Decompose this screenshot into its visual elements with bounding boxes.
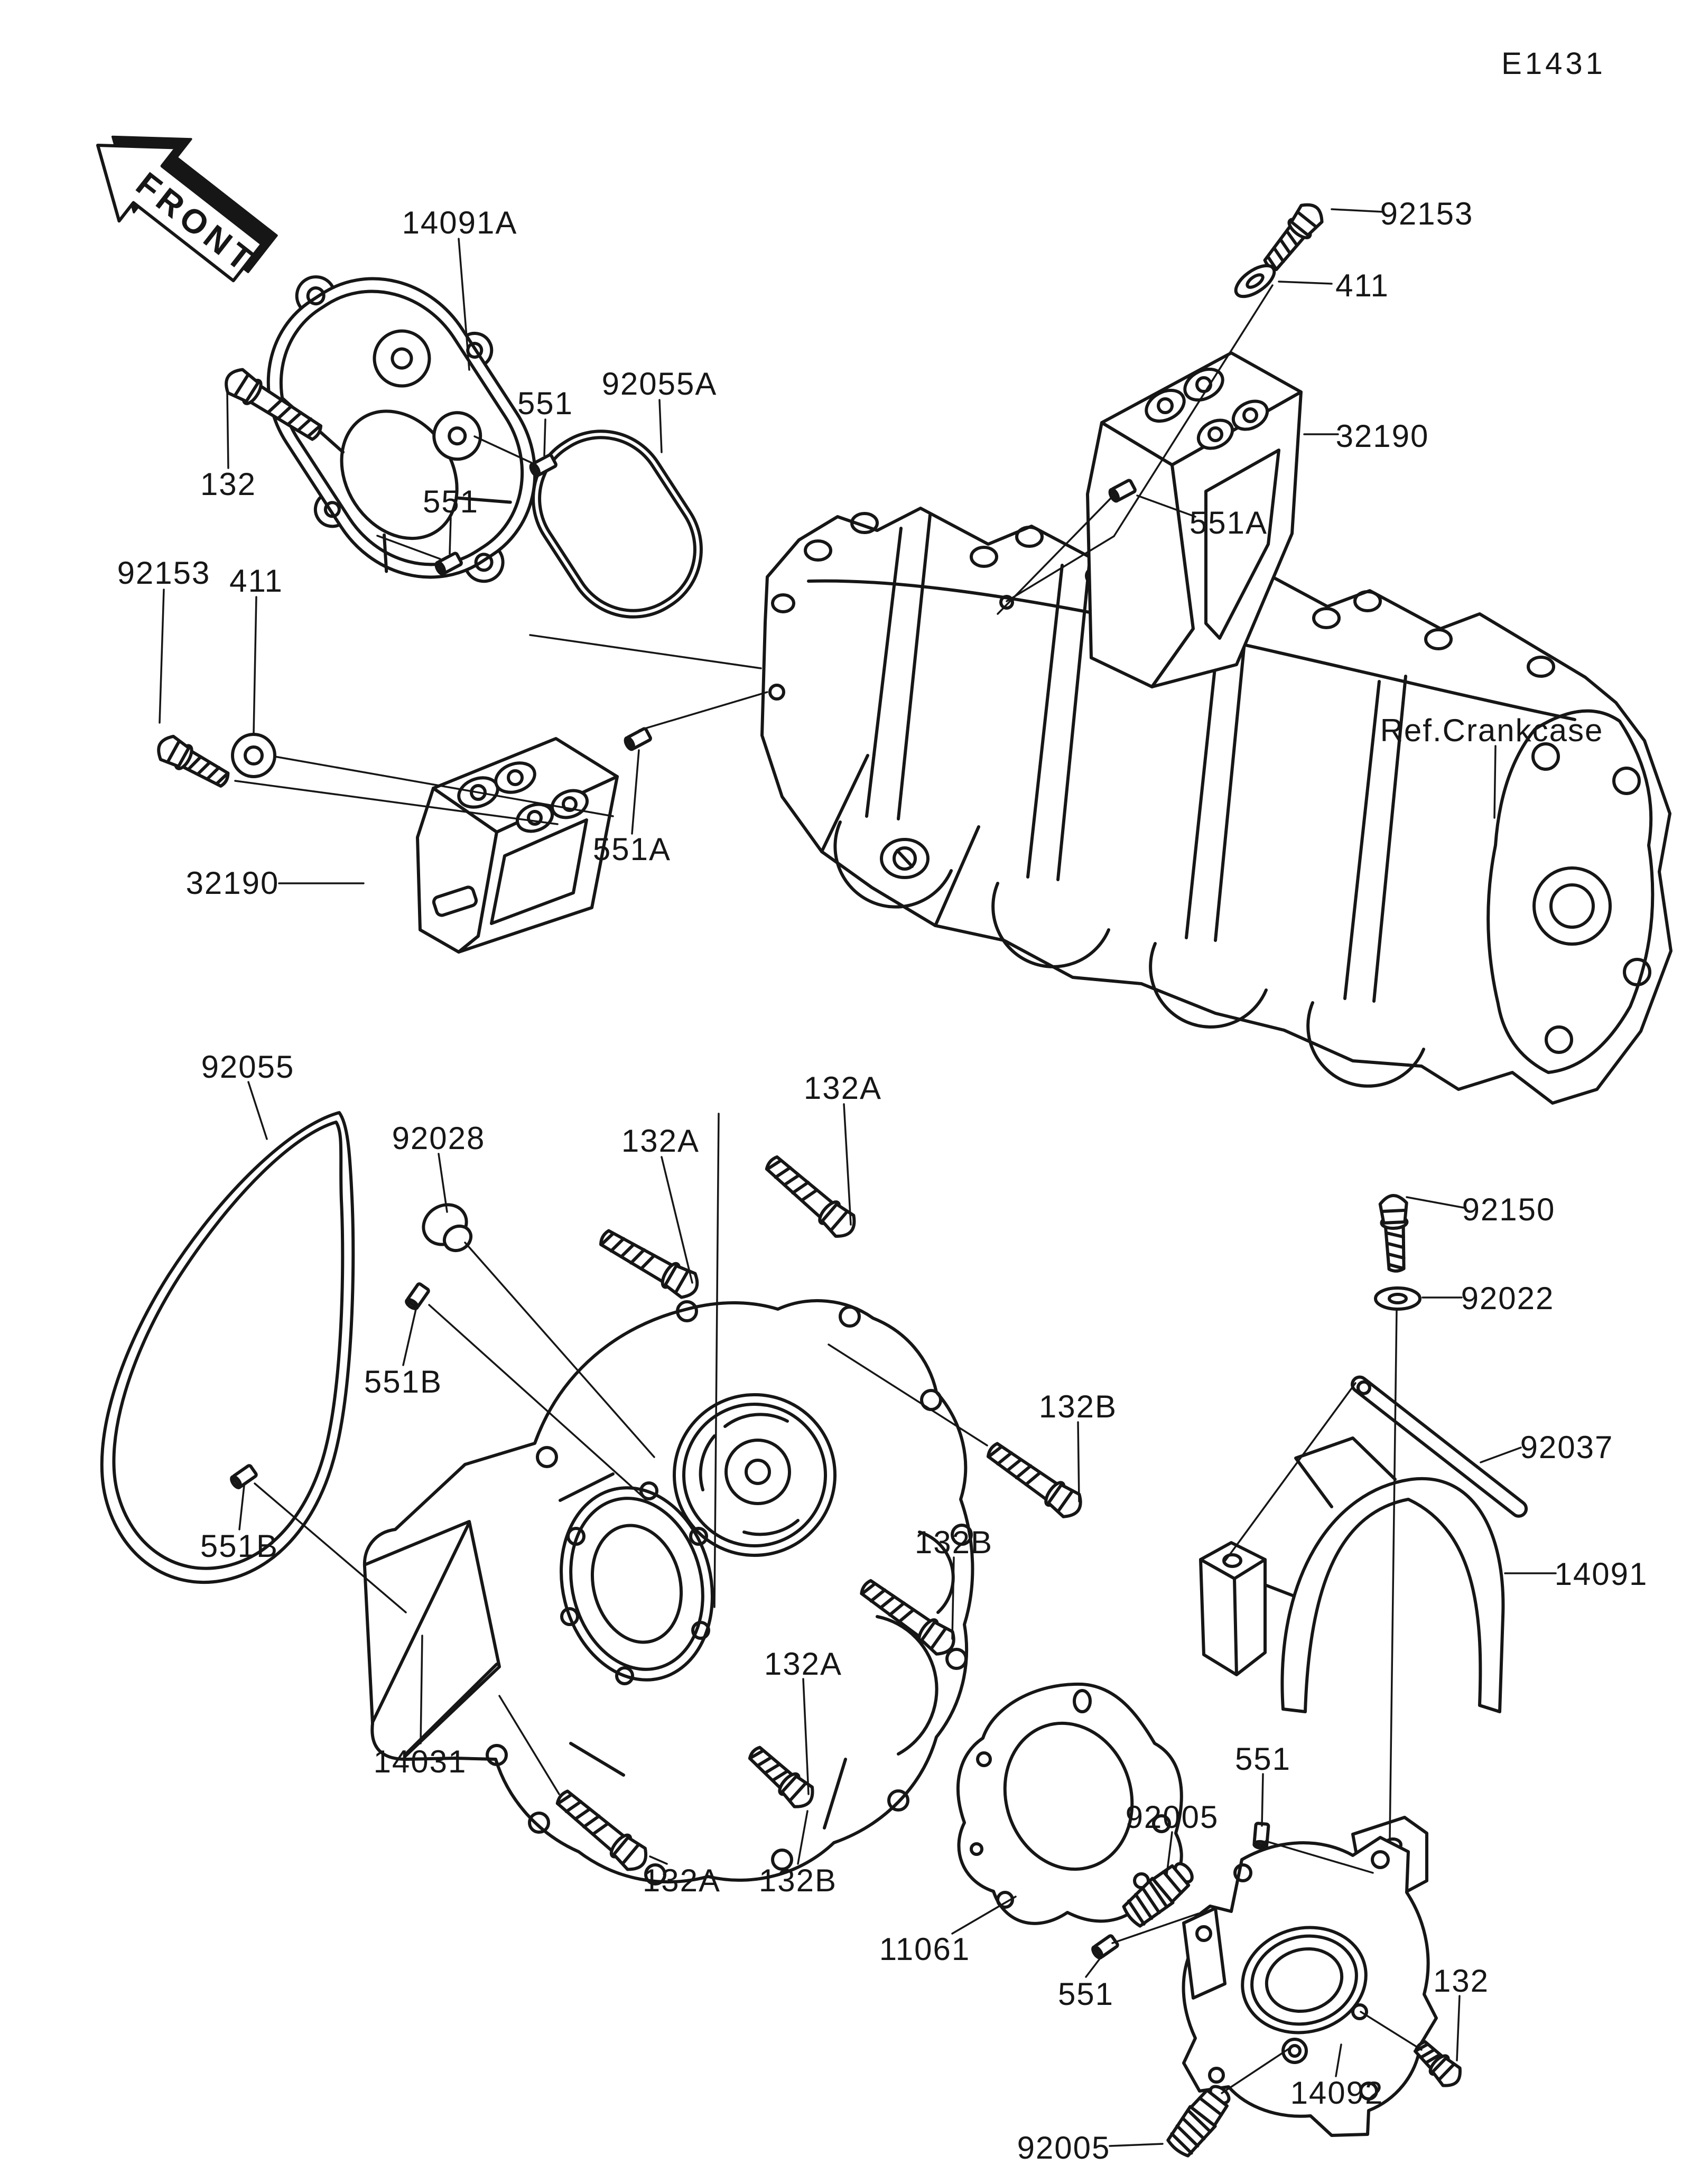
part-labels: 14091A 132 551 92055A 551 92153 411 3219… xyxy=(117,196,1648,2166)
part-pin-551-4 xyxy=(1091,1935,1118,1959)
part-label-ref-crankcase: Ref.Crankcase xyxy=(1380,713,1604,748)
part-label-551a-left: 551A xyxy=(593,832,671,867)
part-washer-92022 xyxy=(1374,1286,1421,1311)
part-label-14091: 14091 xyxy=(1555,1556,1648,1592)
part-washer-411-right xyxy=(1234,264,1276,298)
part-gasket-92055a xyxy=(532,430,703,619)
part-label-551b-2: 551B xyxy=(200,1528,278,1564)
part-bolt-92153-left xyxy=(154,733,233,792)
part-bushing-92028 xyxy=(422,1203,473,1253)
part-label-551-4: 551 xyxy=(1058,1976,1114,2012)
part-label-14091a: 14091A xyxy=(402,205,518,240)
part-pin-551b-1 xyxy=(405,1283,429,1310)
part-bolt-132a-1 xyxy=(596,1225,702,1302)
part-label-551-3: 551 xyxy=(1235,1741,1291,1777)
part-label-551a-right: 551A xyxy=(1190,505,1268,540)
part-pin-551a-left xyxy=(624,728,651,751)
part-label-92055a: 92055A xyxy=(602,366,718,402)
part-label-32190-left: 32190 xyxy=(186,865,280,901)
leader-lines xyxy=(159,208,1557,2147)
part-label-551-1: 551 xyxy=(517,386,573,421)
part-gasket-11061 xyxy=(956,1682,1183,1925)
part-bolt-132b-1 xyxy=(983,1438,1086,1522)
part-bolt-132a-2 xyxy=(761,1151,860,1242)
part-cover-14092 xyxy=(1182,1816,1438,2137)
part-label-132-topleft: 132 xyxy=(200,466,256,502)
part-label-14031: 14031 xyxy=(374,1744,467,1779)
part-label-92005-1: 92005 xyxy=(1126,1799,1219,1835)
part-label-92153-right: 92153 xyxy=(1380,196,1474,231)
part-washer-411-left xyxy=(231,733,276,778)
front-arrow: FRONT xyxy=(96,135,278,283)
part-label-551-2: 551 xyxy=(423,484,479,519)
part-bolt-92153-right xyxy=(1259,199,1326,275)
part-label-132b-1: 132B xyxy=(1039,1389,1117,1424)
part-label-92153-left: 92153 xyxy=(117,555,211,591)
part-label-132a-3: 132A xyxy=(764,1646,842,1682)
part-cover-14091 xyxy=(1199,1436,1505,1713)
part-label-411-right: 411 xyxy=(1335,268,1389,303)
part-label-132b-3: 132B xyxy=(759,1863,837,1898)
diagram-code: E1431 xyxy=(1501,46,1606,81)
part-label-551b-1: 551B xyxy=(364,1364,442,1399)
part-label-132a-4: 132A xyxy=(643,1863,721,1898)
part-label-411-left: 411 xyxy=(229,563,283,599)
part-label-92005-2: 92005 xyxy=(1017,2130,1111,2166)
part-gasket-92055 xyxy=(100,1111,355,1584)
part-label-14092: 14092 xyxy=(1290,2075,1384,2111)
part-label-132a-1: 132A xyxy=(621,1123,700,1159)
part-pin-551-3 xyxy=(1254,1823,1269,1849)
assembly-lines xyxy=(234,284,1423,2094)
part-label-32190-right: 32190 xyxy=(1336,418,1429,454)
part-label-11061: 11061 xyxy=(879,1931,970,1967)
part-label-132b-2: 132B xyxy=(915,1525,993,1560)
part-label-92055: 92055 xyxy=(201,1049,295,1085)
part-label-92028: 92028 xyxy=(392,1121,486,1156)
part-bolt-92150 xyxy=(1380,1195,1410,1272)
part-label-132-bottomright: 132 xyxy=(1433,1963,1489,1999)
part-mount-32190-left xyxy=(416,737,619,954)
part-label-92037: 92037 xyxy=(1520,1430,1614,1465)
part-label-92150: 92150 xyxy=(1462,1192,1556,1227)
part-label-132a-2: 132A xyxy=(804,1070,882,1106)
part-label-92022: 92022 xyxy=(1461,1281,1555,1316)
